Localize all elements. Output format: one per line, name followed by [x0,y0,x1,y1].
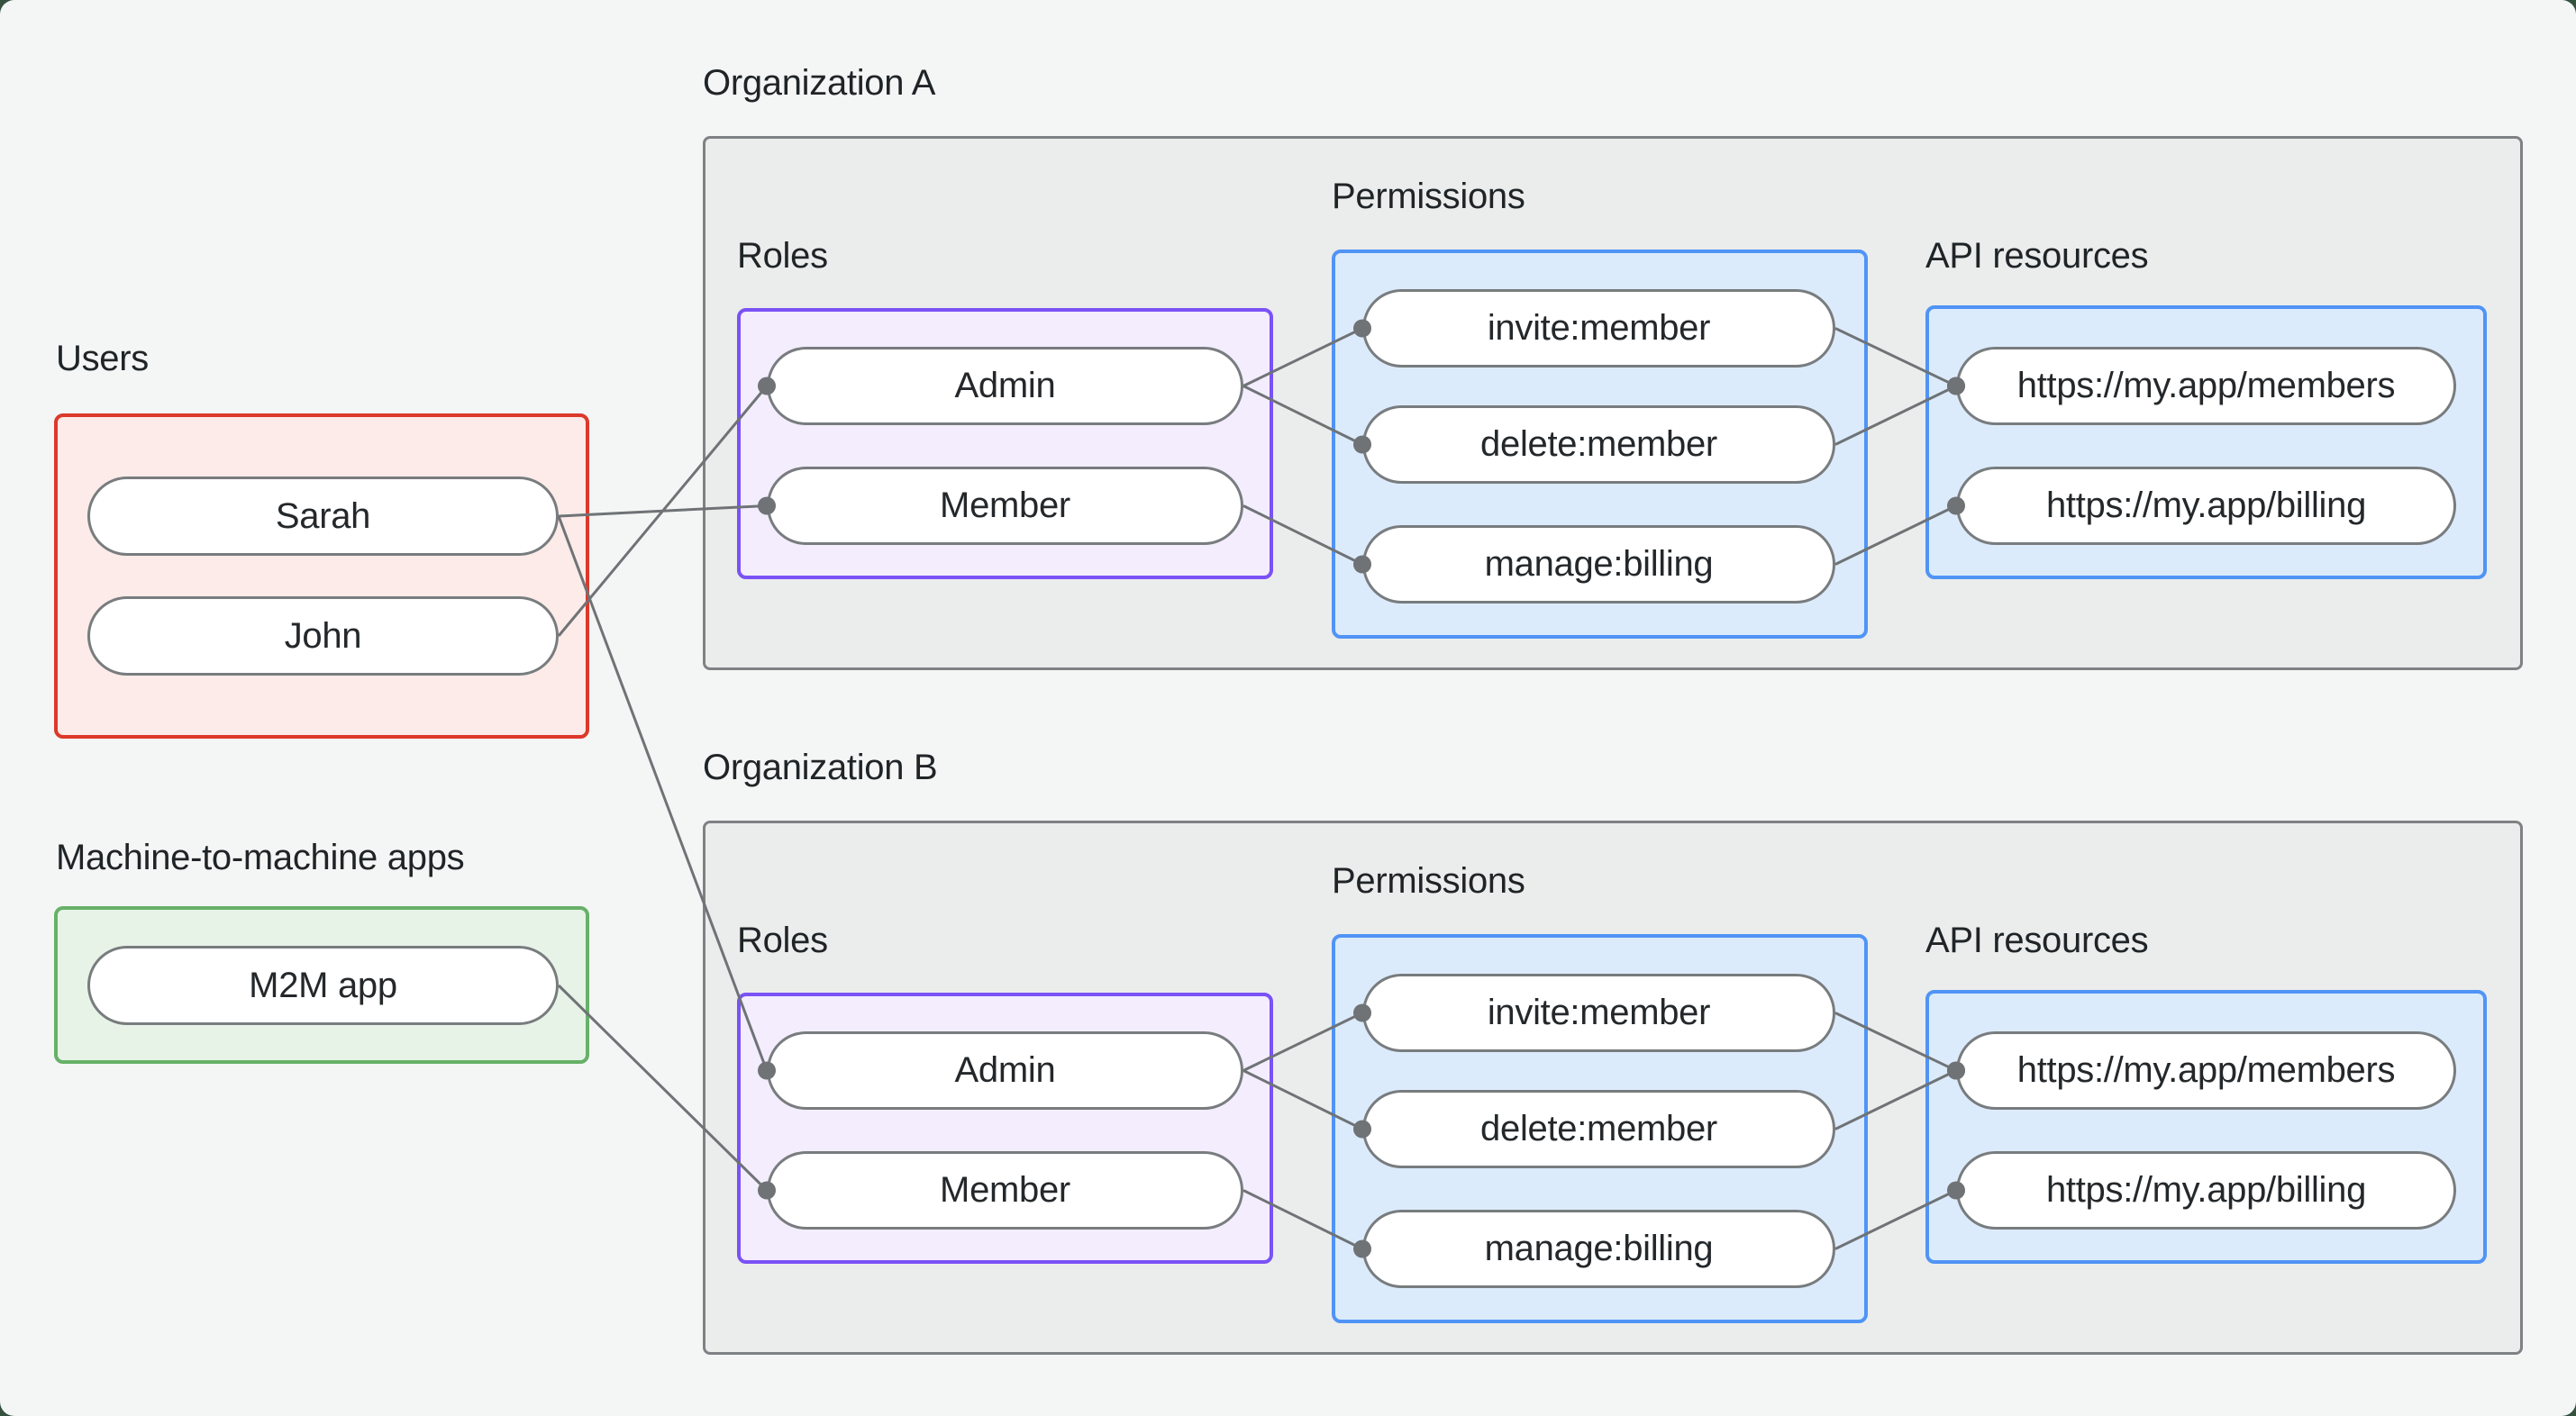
node-org-b-permission-manage: manage:billing [1362,1210,1835,1288]
node-org-b-resource-billing: https://my.app/billing [1956,1151,2456,1230]
m2m-group-title: Machine-to-machine apps [56,838,465,877]
node-org-b-permission-delete: delete:member [1362,1090,1835,1168]
users-group-title: Users [56,339,149,378]
node-m2m-app: M2M app [87,946,559,1025]
node-user-john: John [87,596,559,676]
node-org-a-permission-delete: delete:member [1362,405,1835,484]
org-a-roles-title: Roles [737,236,828,276]
org-b-permissions-title: Permissions [1332,861,1525,901]
node-org-b-role-member: Member [767,1151,1243,1230]
org-a-resources-title: API resources [1925,236,2149,276]
org-b-resources-title: API resources [1925,921,2149,960]
node-org-b-role-admin: Admin [767,1031,1243,1110]
org-b-roles-title: Roles [737,921,828,960]
users-group-box [54,413,589,739]
org-a-permissions-title: Permissions [1332,177,1525,216]
node-org-b-resource-members: https://my.app/members [1956,1031,2456,1110]
org-b-title: Organization B [703,748,938,787]
node-org-a-role-member: Member [767,467,1243,545]
node-org-a-permission-manage: manage:billing [1362,525,1835,604]
node-org-b-permission-invite: invite:member [1362,974,1835,1052]
node-org-a-resource-billing: https://my.app/billing [1956,467,2456,545]
node-user-sarah: Sarah [87,477,559,556]
node-org-a-resource-members: https://my.app/members [1956,347,2456,425]
node-org-a-permission-invite: invite:member [1362,289,1835,368]
org-a-title: Organization A [703,63,936,103]
node-org-a-role-admin: Admin [767,347,1243,425]
